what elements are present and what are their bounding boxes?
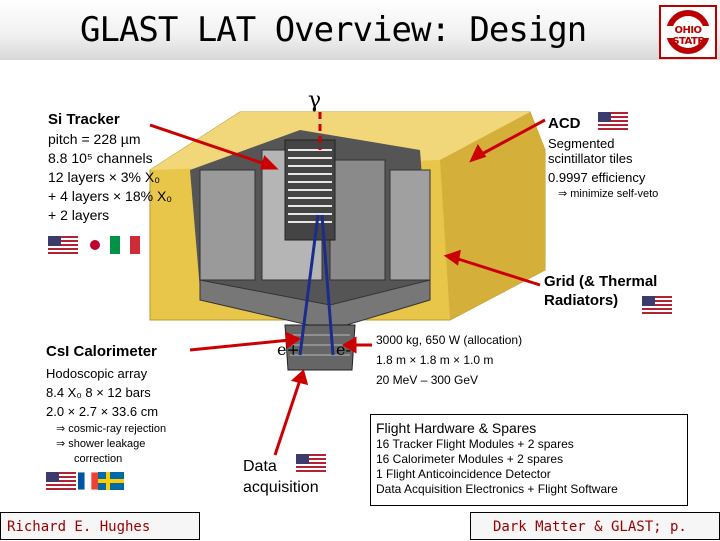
logo-text: OHIO STATE <box>672 25 704 47</box>
title-bar <box>0 0 720 60</box>
acd-details: Segmented scintillator tiles 0.9997 effi… <box>548 136 658 202</box>
spec-line: 3000 kg, 650 W (allocation) <box>376 333 523 347</box>
daq-line: Data <box>243 458 277 475</box>
sweden-flag-icon <box>98 472 124 490</box>
daq-label: Data acquisition <box>243 456 319 498</box>
calorimeter-pointer <box>189 338 291 352</box>
tracker-pointer <box>149 123 269 167</box>
calorimeter-notes: ⇒ cosmic-ray rejection ⇒ shower leakage … <box>56 422 166 467</box>
us-flag-icon <box>296 454 326 472</box>
acd-line: scintillator tiles <box>548 151 633 166</box>
flight-heading: Flight Hardware & Spares <box>376 420 537 436</box>
grid-pointer <box>454 256 541 287</box>
tracker-heading: Si Tracker <box>48 111 120 128</box>
grid-line: Radiators) <box>544 292 619 309</box>
ohio-state-logo: OHIO STATE <box>658 2 718 62</box>
us-flag-icon <box>642 296 672 314</box>
calorimeter-note: correction <box>74 453 123 465</box>
japan-flag-icon <box>80 236 110 254</box>
positron-track <box>298 214 320 356</box>
grid-line: Grid (& Thermal <box>544 273 658 290</box>
slide-title: GLAST LAT Overview: Design <box>80 10 587 50</box>
us-flag-icon <box>48 236 78 254</box>
acd-heading: ACD <box>548 115 581 132</box>
electron-track <box>320 214 335 356</box>
tracker-line: 12 layers × 3% X₀ <box>48 169 161 185</box>
acd-note: ⇒ minimize self-veto <box>558 188 659 200</box>
us-flag-icon <box>598 112 628 130</box>
tracker-line: pitch = 228 µm <box>48 131 141 147</box>
specs-block: 3000 kg, 650 W (allocation) 1.8 m × 1.8 … <box>376 330 522 390</box>
acd-right-face <box>440 112 545 320</box>
footer-page: Dark Matter & GLAST; p. <box>470 512 720 540</box>
electron-label: e- <box>336 340 351 359</box>
spec-line: 1.8 m × 1.8 m × 1.0 m <box>376 353 494 367</box>
calorimeter-details: Hodoscopic array 8.4 X₀ 8 × 12 bars 2.0 … <box>46 364 158 421</box>
grid-label: Grid (& Thermal Radiators) <box>544 272 657 310</box>
calorimeter-heading: CsI Calorimeter <box>46 343 157 360</box>
acd-pointer <box>479 118 546 157</box>
flight-line: 16 Tracker Flight Modules + 2 spares <box>376 437 574 451</box>
footer-author: Richard E. Hughes <box>0 512 200 540</box>
calorimeter-line: 8.4 X₀ 8 × 12 bars <box>46 385 151 400</box>
tracker-details: pitch = 228 µm 8.8 10⁵ channels 12 layer… <box>48 130 172 225</box>
positron-label: e+ <box>277 340 300 359</box>
tracker-line: + 2 layers <box>48 207 110 223</box>
flight-line: 1 Flight Anticoincidence Detector <box>376 467 551 481</box>
daq-pointer <box>273 379 302 456</box>
calorimeter-line: Hodoscopic array <box>46 366 148 381</box>
detector-illustration <box>149 111 546 456</box>
flight-line: Data Acquisition Electronics + Flight So… <box>376 482 618 496</box>
france-flag-icon <box>78 472 98 490</box>
flight-line: 16 Calorimeter Modules + 2 spares <box>376 452 564 466</box>
tracker-line: + 4 layers × 18% X₀ <box>48 188 173 204</box>
tracker-module <box>284 139 336 241</box>
acd-line: 0.9997 efficiency <box>548 170 646 185</box>
italy-flag-icon <box>110 236 140 254</box>
calorimeter-note: ⇒ shower leakage <box>56 438 146 450</box>
calorimeter-note: ⇒ cosmic-ray rejection <box>56 423 167 435</box>
daq-line: acquisition <box>243 479 319 496</box>
acd-line: Segmented <box>548 136 615 151</box>
calorimeter-line: 2.0 × 2.7 × 33.6 cm <box>46 404 159 419</box>
tracker-line: 8.8 10⁵ channels <box>48 150 153 166</box>
us-flag-icon <box>46 472 76 490</box>
flight-hardware-box: Flight Hardware & Spares 16 Tracker Flig… <box>370 414 688 506</box>
spec-line: 20 MeV – 300 GeV <box>376 373 479 387</box>
gamma-label: γ <box>308 88 322 113</box>
